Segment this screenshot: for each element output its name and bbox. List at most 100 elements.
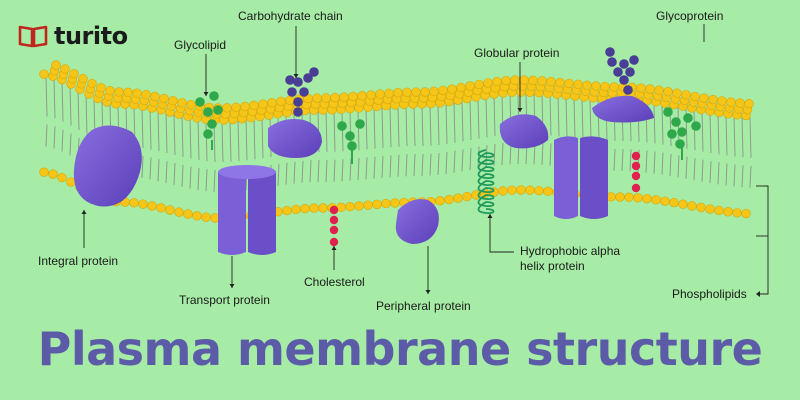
lipid-head xyxy=(177,98,187,108)
lipid-head xyxy=(276,96,286,107)
lipid-head xyxy=(231,102,241,113)
lipid-head xyxy=(390,198,400,208)
lipid-head xyxy=(375,89,385,99)
lipid-tail xyxy=(253,119,256,160)
lipid-tail xyxy=(333,111,336,152)
lipid-head xyxy=(312,93,322,103)
glycolipid-chain xyxy=(209,91,219,101)
label-globular-protein: Globular protein xyxy=(474,46,560,60)
lipid-tail xyxy=(549,143,552,166)
lipid-head xyxy=(156,203,166,213)
lipid-tail xyxy=(45,76,48,117)
glycoprotein-chain xyxy=(625,67,635,77)
lipid-tail xyxy=(173,114,176,155)
lipid-head xyxy=(444,194,454,205)
lipid-head xyxy=(510,75,520,85)
lipid-tail xyxy=(677,155,680,178)
lipid-tail xyxy=(61,81,64,122)
lipid-tail xyxy=(453,150,456,173)
lipid-head xyxy=(300,203,310,214)
lipid-tail xyxy=(709,113,712,154)
lipid-tail xyxy=(373,156,376,179)
label-glycoprotein: Glycoprotein xyxy=(656,9,724,23)
lipid-tail xyxy=(413,106,416,147)
lipid-tail xyxy=(741,165,744,188)
lipid-head xyxy=(528,75,538,86)
lipid-tail xyxy=(45,124,48,147)
lipid-tail xyxy=(669,153,672,176)
lipid-head xyxy=(60,64,70,74)
lipid-head xyxy=(555,77,565,88)
lipid-head xyxy=(435,196,445,206)
lipid-tail xyxy=(573,97,576,138)
leader-arrowhead xyxy=(331,246,337,250)
lipid-tail xyxy=(581,98,584,139)
lipid-head xyxy=(411,87,421,97)
lipid-head xyxy=(345,202,355,212)
lipid-head xyxy=(615,192,625,202)
lipid-head xyxy=(48,169,58,179)
cholesterol-molecule xyxy=(329,237,339,247)
lipid-tail xyxy=(413,154,416,177)
peripheral-protein xyxy=(395,199,439,244)
lipid-head xyxy=(267,98,277,108)
lipid-head xyxy=(393,88,403,98)
transport-protein-left xyxy=(218,168,246,255)
lipid-tail xyxy=(77,89,80,130)
lipid-tail xyxy=(213,121,216,162)
lipid-head xyxy=(732,208,742,218)
lipid-head xyxy=(129,198,139,208)
lipid-tail xyxy=(213,169,216,192)
lipid-head xyxy=(525,185,535,195)
membrane-components xyxy=(73,47,701,255)
lipid-head xyxy=(501,75,511,86)
lipid-head xyxy=(543,186,553,197)
carbohydrate-chain xyxy=(285,75,295,85)
brand-logo: turito xyxy=(18,22,128,50)
lipid-tail xyxy=(557,96,560,137)
lipid-head xyxy=(201,212,211,222)
lipid-head xyxy=(78,73,88,84)
globular-protein xyxy=(499,114,549,149)
lipid-tail xyxy=(325,159,328,182)
label-carbohydrate-chain: Carbohydrate chain xyxy=(238,9,343,23)
lipid-tail xyxy=(349,158,352,181)
lipid-head xyxy=(402,87,412,97)
glycolipid-chain xyxy=(195,97,205,107)
lipid-tail xyxy=(149,157,152,180)
lipid-tail xyxy=(181,164,184,187)
carbohydrate-chain xyxy=(303,73,313,83)
lipid-head xyxy=(492,76,502,87)
lipid-head xyxy=(591,81,601,91)
lipid-tail xyxy=(389,107,392,148)
lipid-tail xyxy=(53,126,56,149)
lipid-head xyxy=(138,199,148,209)
glycolipid-chain xyxy=(213,105,223,115)
lipid-head xyxy=(687,201,697,211)
lipid-tail xyxy=(685,156,688,179)
lipid-tail xyxy=(541,142,544,165)
glycolipid-chain xyxy=(203,107,213,117)
lipid-tail xyxy=(701,159,704,182)
lipid-tail xyxy=(493,95,496,137)
lipid-tail xyxy=(501,143,504,166)
lipid-head xyxy=(291,204,301,215)
label-leader-lines xyxy=(81,24,769,297)
lipid-tail xyxy=(397,106,400,147)
lipid-head xyxy=(453,193,463,203)
leader-hydrophobic-helix xyxy=(489,214,514,253)
lipid-head xyxy=(690,91,700,102)
cholesterol-molecule xyxy=(631,161,641,171)
lipid-tail xyxy=(429,153,432,176)
glycolipid-chain xyxy=(691,121,701,131)
lipid-head xyxy=(699,93,709,103)
lipid-tail xyxy=(61,129,64,152)
lipid-head xyxy=(744,99,754,109)
lipid-head xyxy=(159,93,169,104)
lipid-head xyxy=(723,207,733,217)
glycoprotein-chain xyxy=(619,59,629,69)
lipid-tail xyxy=(85,94,88,135)
lipid-head xyxy=(546,76,556,87)
surface-protein xyxy=(268,119,322,158)
